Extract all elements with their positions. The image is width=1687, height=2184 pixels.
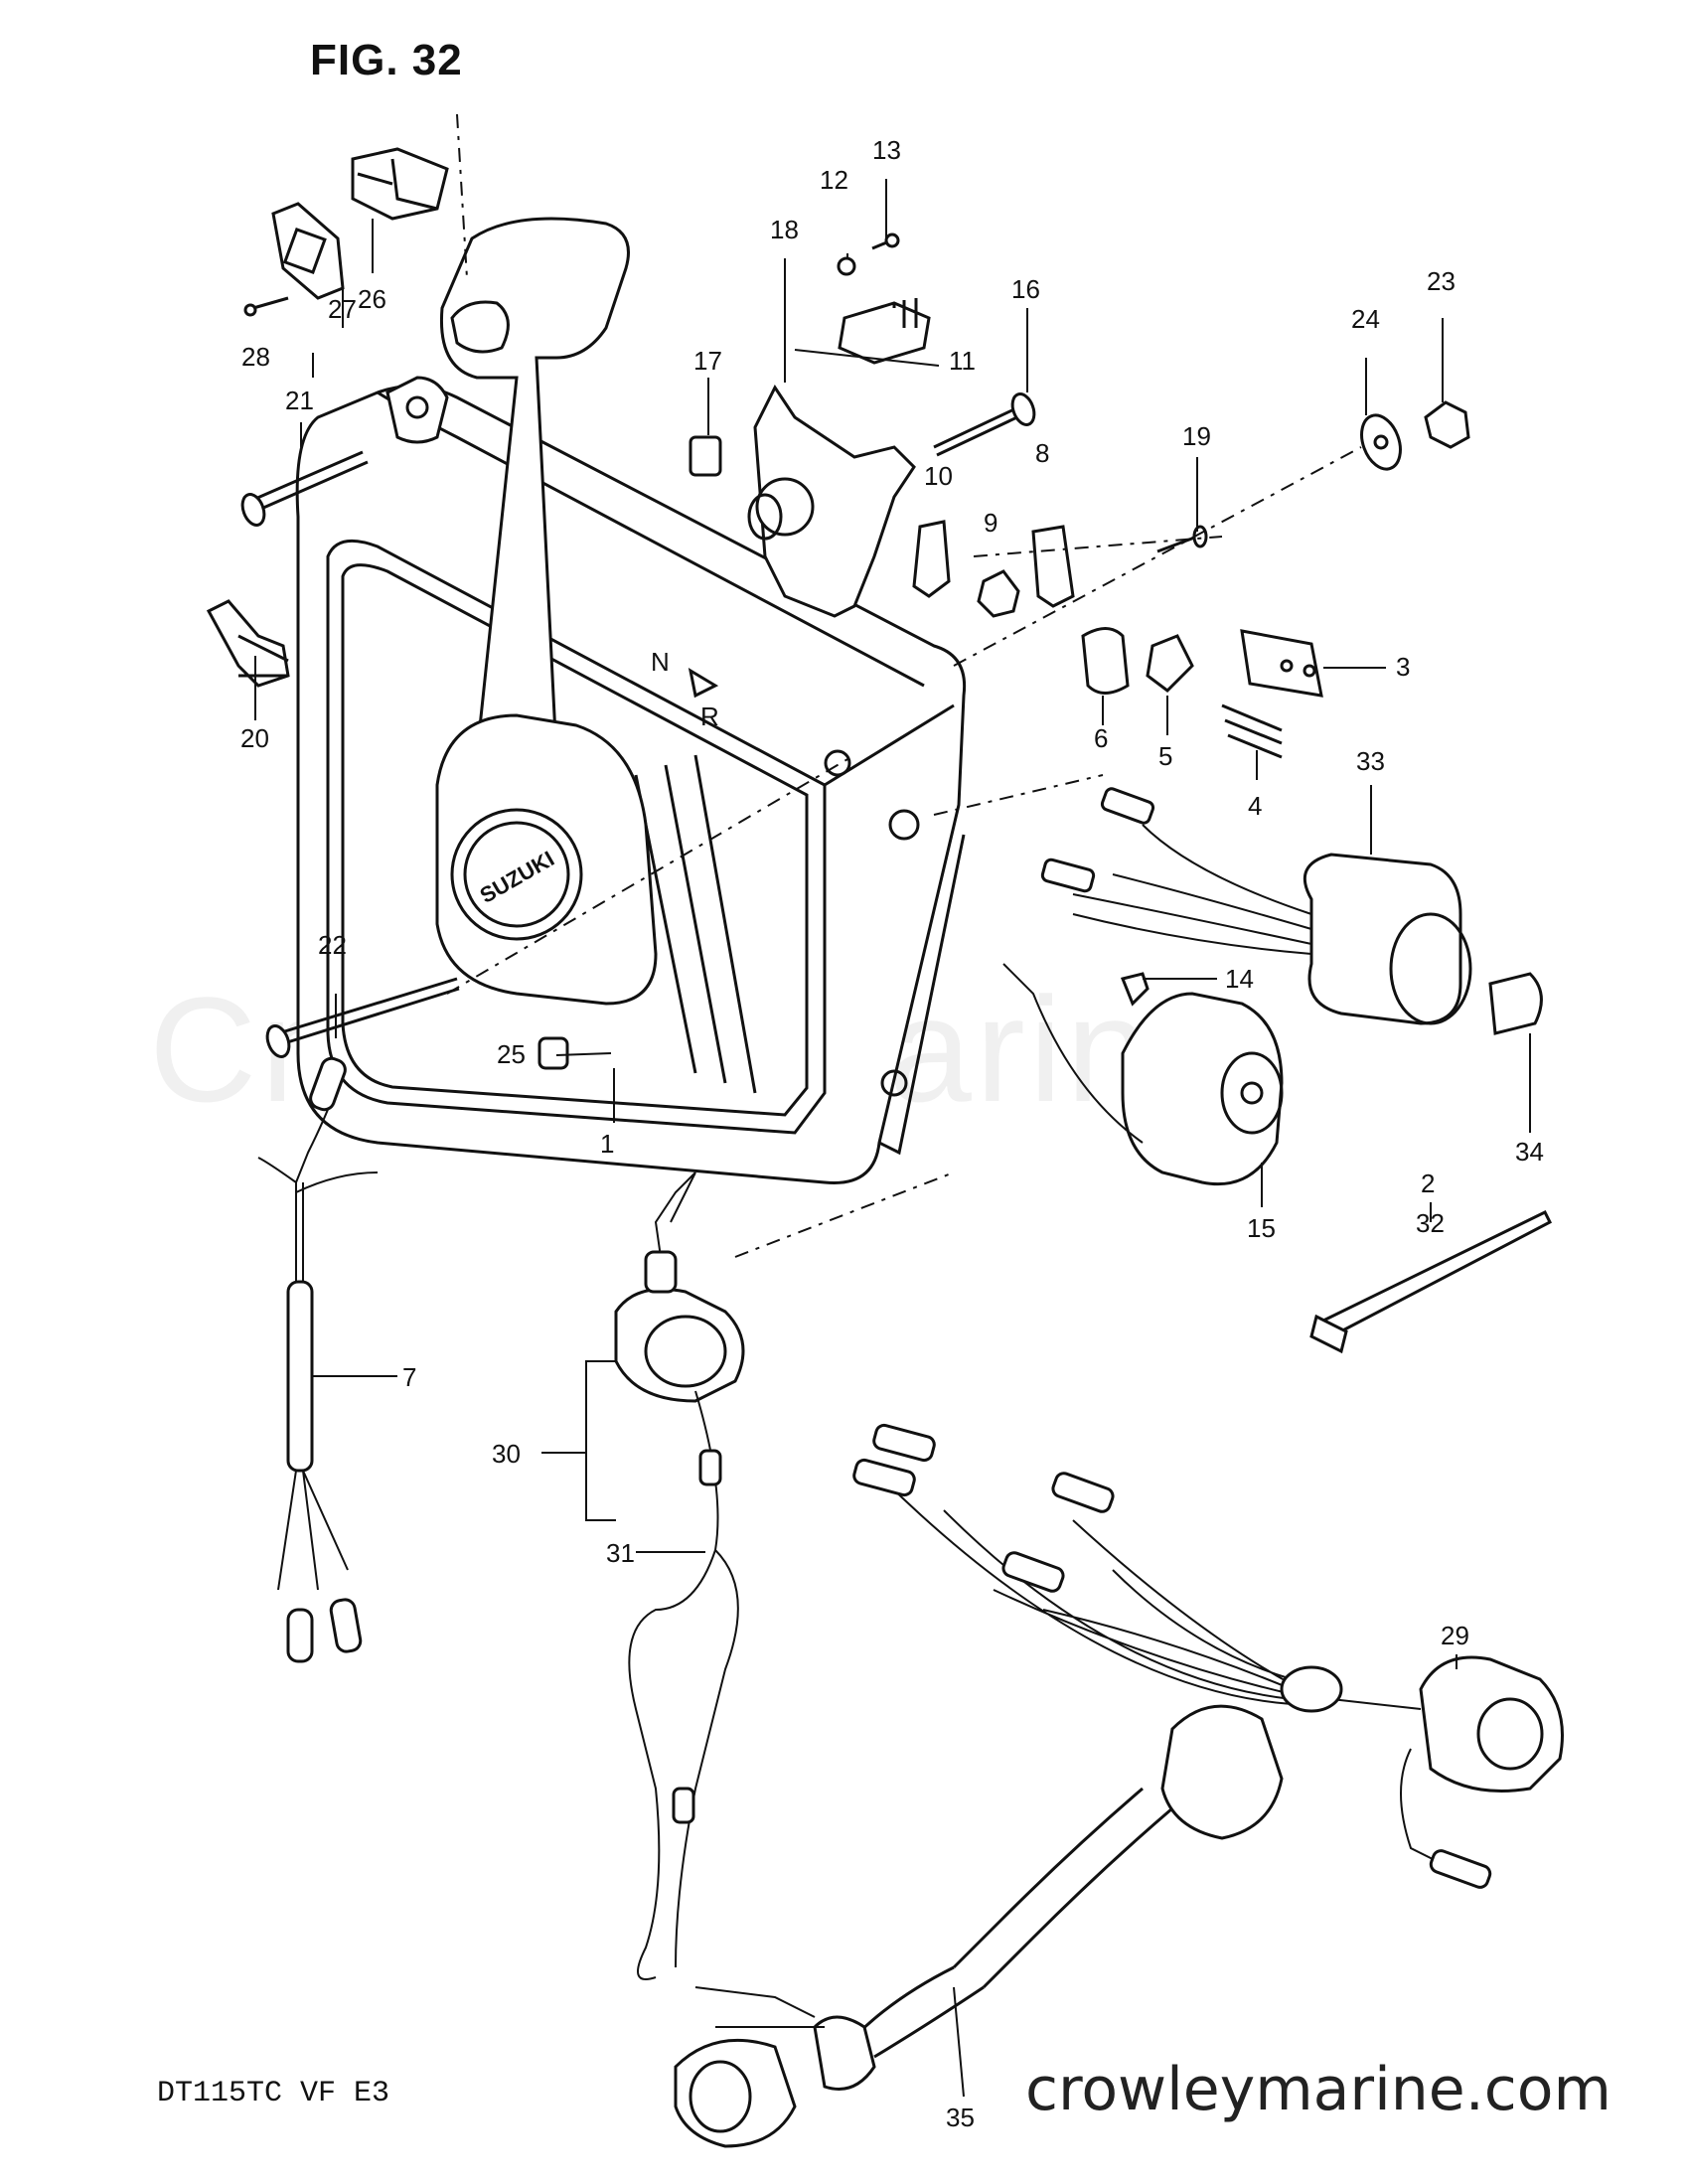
callout-28: 28	[241, 342, 270, 372]
centerline-e	[456, 113, 468, 279]
screw-22	[265, 977, 460, 1058]
centerline-b	[953, 446, 1362, 667]
callout-30: 30	[492, 1439, 521, 1469]
wire-harness-7	[257, 1056, 379, 1663]
ignition-switch-33	[1303, 853, 1472, 1025]
callout-17: 17	[693, 346, 722, 376]
harness-29	[852, 1423, 1564, 1889]
washer-12	[837, 256, 856, 276]
callout-13: 13	[872, 135, 901, 165]
harness-35	[674, 1704, 1284, 2148]
lanyard-31	[628, 1390, 739, 1980]
callout-34: 34	[1515, 1137, 1544, 1167]
callout-19: 19	[1182, 421, 1211, 451]
callout-12: 12	[820, 165, 848, 195]
callout-29: 29	[1441, 1621, 1469, 1650]
callout-20: 20	[240, 723, 269, 753]
control-lever: SUZUKI	[435, 217, 658, 1006]
pin-6	[1081, 627, 1130, 695]
callout-15: 15	[1247, 1213, 1276, 1243]
plate-3	[1240, 629, 1323, 698]
callout-35: 35	[946, 2103, 975, 2132]
screw-14	[1120, 972, 1150, 1007]
cable-tie-32	[1309, 1209, 1553, 1354]
stop-switch-30	[614, 1171, 745, 1403]
callout-22: 22	[318, 930, 347, 960]
plate-8	[1031, 525, 1075, 608]
grommet-25	[537, 1036, 569, 1070]
ignition-key-34	[1488, 972, 1543, 1035]
callout-14: 14	[1225, 964, 1254, 994]
callout-4: 4	[1248, 791, 1262, 821]
neutral-switch-26	[351, 147, 449, 221]
screw-21	[240, 450, 369, 527]
screw-28	[243, 296, 289, 317]
callout-10: 10	[924, 461, 953, 491]
detent-5	[1146, 634, 1194, 693]
centerline-d	[734, 1171, 955, 1258]
switch-plate-27	[271, 202, 345, 300]
callout-18: 18	[770, 215, 799, 244]
callout-25: 25	[497, 1039, 526, 1069]
switch-bracket-18	[747, 385, 916, 618]
callout-7: 7	[402, 1362, 416, 1392]
callout-31: 31	[606, 1538, 635, 1568]
nut-9	[977, 569, 1020, 618]
callout-26: 26	[358, 284, 386, 314]
centerline-f	[933, 774, 1104, 816]
callout-8: 8	[1035, 438, 1049, 468]
callout-24: 24	[1351, 304, 1380, 334]
callout-11: 11	[949, 346, 976, 376]
callout-23: 23	[1427, 266, 1456, 296]
callout-27: 27	[328, 294, 357, 324]
callout-3: 3	[1396, 652, 1410, 682]
screw-16	[933, 392, 1036, 457]
centerline-a	[446, 754, 855, 995]
callout-33: 33	[1356, 746, 1385, 776]
plate-10	[912, 520, 951, 598]
callout-6: 6	[1094, 723, 1108, 753]
nut-23	[1424, 400, 1470, 449]
cap-17	[689, 435, 722, 477]
callout-9: 9	[984, 508, 997, 538]
shift-label-n: N	[651, 647, 670, 677]
callout-1: 1	[600, 1129, 614, 1159]
micro-switch-11	[838, 298, 931, 365]
screw-13	[871, 233, 900, 250]
callout-5: 5	[1158, 741, 1172, 771]
figure-title: FIG. 32	[310, 36, 463, 84]
callout-2: 2	[1421, 1169, 1435, 1198]
model-code: DT115TC VF E3	[157, 2077, 390, 2110]
callout-32: 32	[1416, 1208, 1445, 1238]
spring-4	[1221, 703, 1283, 759]
shift-label-r: R	[700, 702, 719, 731]
callout-16: 16	[1011, 274, 1040, 304]
callout-21: 21	[285, 386, 314, 415]
screw-20	[206, 599, 290, 688]
ignition-wires	[1040, 787, 1312, 955]
washer-24	[1360, 413, 1402, 471]
leader-lines	[254, 179, 1531, 2098]
centerline-c	[973, 536, 1223, 557]
site-link[interactable]: crowleymarine.com	[1025, 2055, 1611, 2124]
buzzer-15	[1002, 963, 1284, 1186]
